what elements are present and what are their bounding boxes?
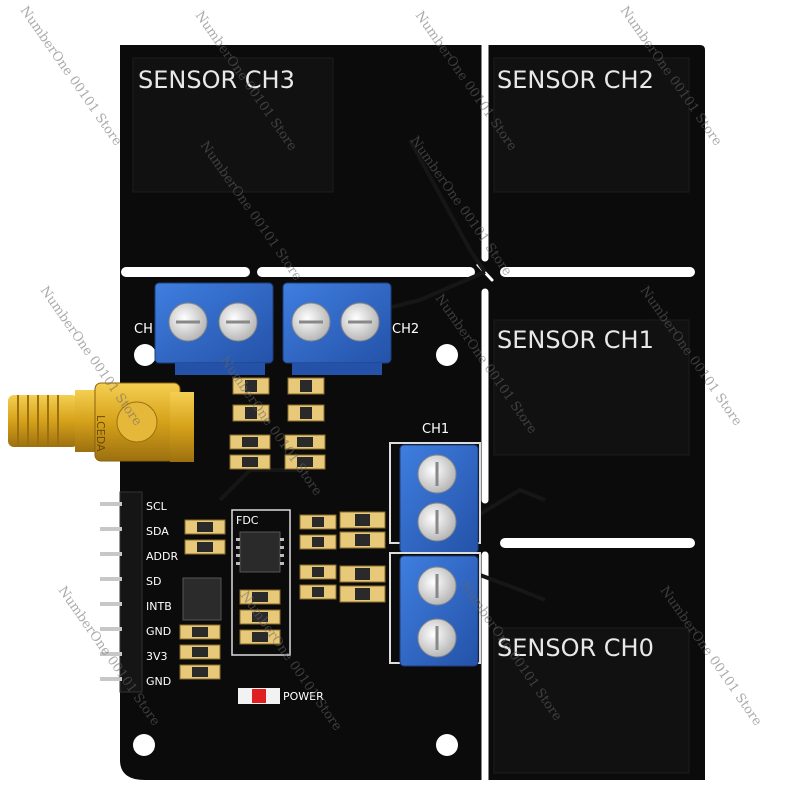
terminal-block-ch1: CH1 bbox=[389, 422, 481, 554]
mounting-holes bbox=[133, 344, 458, 756]
pin-labels: SCL SDA ADDR SD INTB GND 3V3 GND bbox=[146, 500, 178, 688]
power-label: POWER bbox=[283, 690, 324, 703]
sensor-isolation-gaps bbox=[121, 41, 695, 784]
sensor-pad-ch3: SENSOR CH3 bbox=[132, 57, 334, 193]
terminal-block-ch2: CH2 bbox=[282, 282, 419, 375]
pin-label: SDA bbox=[146, 525, 169, 538]
pin-label: 3V3 bbox=[146, 650, 168, 663]
pin-header: SCL SDA ADDR SD INTB GND 3V3 GND bbox=[100, 491, 178, 693]
terminal-label-ch2: CH2 bbox=[392, 322, 419, 337]
chip-label: FDC bbox=[236, 514, 259, 527]
pin-label: GND bbox=[146, 675, 171, 688]
terminal-label-ch: CH bbox=[134, 322, 153, 337]
terminal-block-ch0 bbox=[389, 552, 481, 667]
fdc-chip-area: FDC bbox=[231, 509, 291, 656]
terminal-block-ch3: CH bbox=[134, 282, 274, 375]
sensor-label-ch0: SENSOR CH0 bbox=[497, 634, 654, 662]
sensor-label-ch1: SENSOR CH1 bbox=[497, 326, 654, 354]
passive-components bbox=[179, 377, 386, 680]
pcb-traces bbox=[218, 139, 546, 602]
sensor-pad-ch1: SENSOR CH1 bbox=[493, 319, 690, 456]
pin-label: GND bbox=[146, 625, 171, 638]
sensor-pad-ch0: SENSOR CH0 bbox=[493, 627, 690, 774]
watermark-text: NumberOne 00101 Store bbox=[17, 4, 125, 149]
terminal-label-ch1: CH1 bbox=[422, 422, 449, 437]
sensor-label-ch2: SENSOR CH2 bbox=[497, 66, 654, 94]
pin-label: SD bbox=[146, 575, 161, 588]
sma-connector: LCEDA bbox=[8, 382, 194, 462]
sensor-pad-ch2: SENSOR CH2 bbox=[493, 57, 690, 193]
pin-label: SCL bbox=[146, 500, 168, 513]
pin-label: INTB bbox=[146, 600, 172, 613]
sma-label: LCEDA bbox=[94, 415, 107, 452]
sensor-label-ch3: SENSOR CH3 bbox=[138, 66, 295, 94]
power-led: POWER bbox=[238, 688, 324, 704]
pin-label: ADDR bbox=[146, 550, 178, 563]
inductor bbox=[182, 577, 222, 621]
